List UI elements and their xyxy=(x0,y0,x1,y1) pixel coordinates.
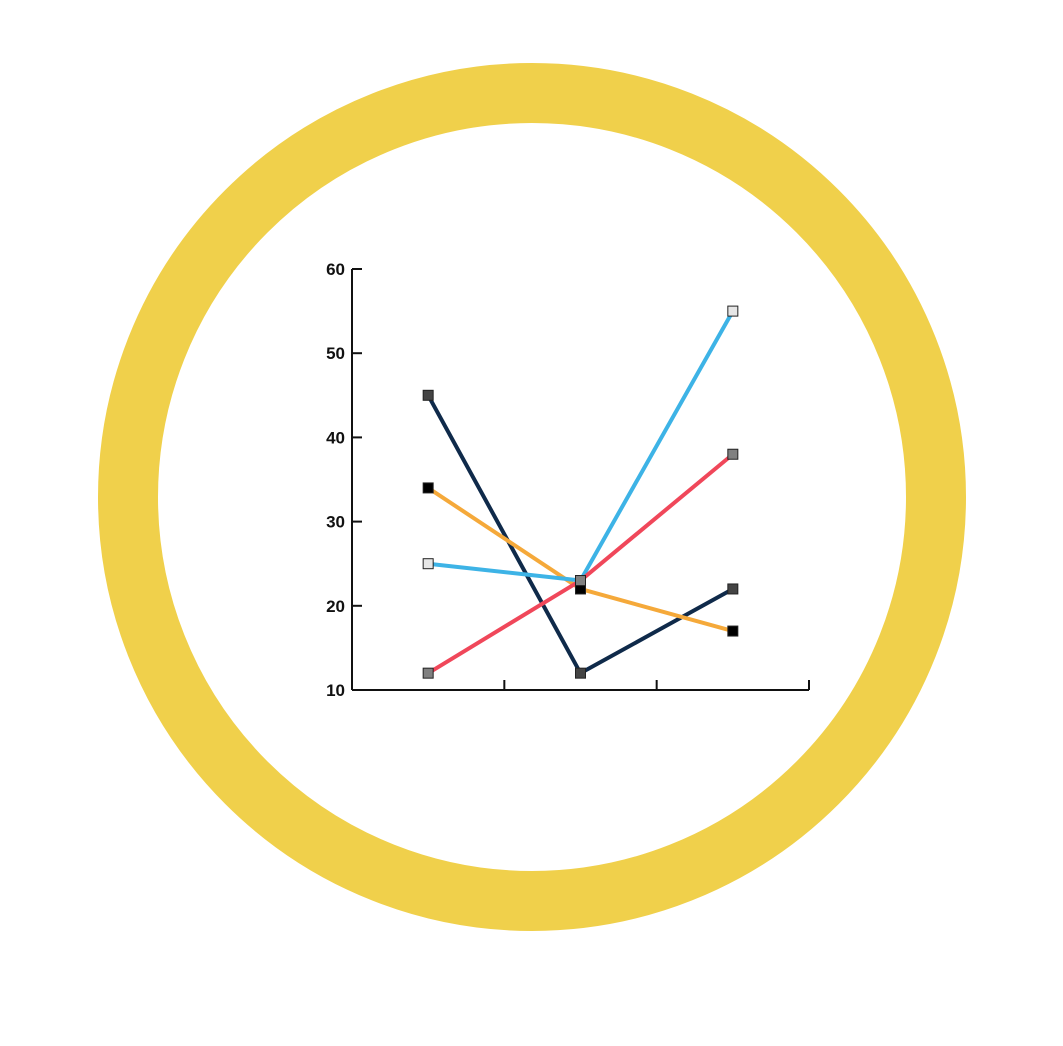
series-3-point xyxy=(727,305,739,317)
line-chart: 10 20 30 40 50 60 xyxy=(326,260,810,700)
series-markers xyxy=(422,305,739,679)
series-4-point xyxy=(422,667,434,679)
series-lines xyxy=(426,310,735,676)
axes xyxy=(351,269,810,691)
y-axis-ticks: 10 20 30 40 50 60 xyxy=(326,260,362,700)
series-4-point xyxy=(727,448,739,460)
y-tick-label: 30 xyxy=(326,513,345,532)
decorative-ring xyxy=(98,63,966,931)
series-line-1 xyxy=(426,394,734,676)
y-tick-label: 50 xyxy=(326,344,345,363)
series-line-3 xyxy=(427,310,735,583)
series-1-point xyxy=(575,667,586,679)
y-tick-label: 20 xyxy=(326,597,345,616)
y-tick-label: 10 xyxy=(326,681,345,700)
series-1-point xyxy=(727,583,739,595)
series-4-point xyxy=(575,575,586,587)
series-3-point xyxy=(422,558,434,570)
series-2-point xyxy=(727,625,739,637)
series-line-2 xyxy=(427,486,734,633)
y-tick-label: 40 xyxy=(326,428,345,447)
series-2-point xyxy=(422,482,434,494)
y-tick-label: 60 xyxy=(326,260,345,279)
series-1-point xyxy=(422,389,434,401)
series-line-4 xyxy=(427,452,735,675)
